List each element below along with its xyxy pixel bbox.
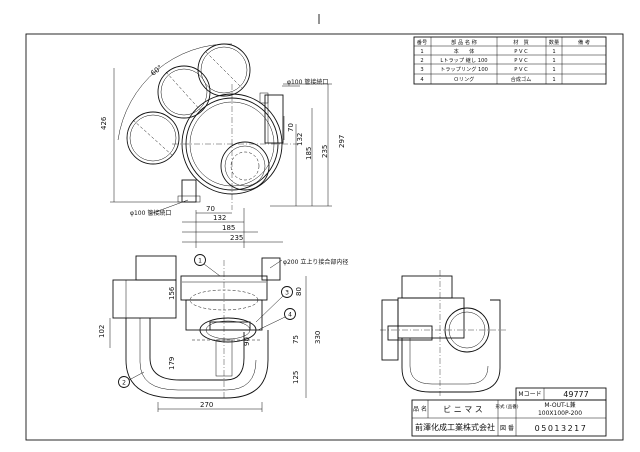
model-line-1: M-OUT-L兼 [544,401,575,409]
dim-179: 179 [168,357,176,370]
side-pipe-circle [444,307,490,353]
dim-132: 132 [296,133,304,146]
drawing-number: 05013217 [535,424,588,433]
table-cell-no: 1 [420,49,423,55]
table-cell-no: 2 [420,58,423,64]
dim-297: 297 [338,135,346,148]
name-label: 品 名 [413,405,427,413]
table-cell-name: Lトラップ 継し 100 [440,56,487,64]
svg-text:3: 3 [285,290,289,297]
table-cell-name: Ｏリング [454,75,475,83]
inlet-pipe [264,94,284,144]
front-view: 156 80 102 90 75 330 179 125 270 φ200 立上… [98,254,348,412]
outlet-pipe-circle [220,141,270,191]
table-cell-no: 4 [420,77,424,83]
label-inlet: φ100 管接続口 [287,78,328,86]
table-header-name: 部 品 名 称 [451,38,477,46]
dim-80: 80 [295,287,303,296]
model-label: 形式 (品番) [496,403,519,410]
angle-arc [117,43,233,141]
table-header-note: 備 考 [578,38,590,46]
company-name: 前澤化成工業株式会社 [415,422,495,432]
angle-label: 60° [149,64,164,78]
dim-132h: 132 [213,214,226,222]
l-trap-bend [125,318,269,399]
label-riser: φ200 立上り接合部内径 [283,258,348,266]
dim-185: 185 [305,147,313,160]
table-cell-qty: 1 [552,58,555,64]
dim-70h: 70 [206,205,215,213]
product-name: ビ ニ マ ス [443,405,483,414]
table-cell-material: P V C [514,49,528,55]
pipe-circle-rotated [126,111,180,165]
mcode-label: Mコード [518,391,541,398]
mcode-value: 49777 [563,390,588,399]
table-cell-qty: 1 [552,77,555,83]
dim-235h: 235 [230,234,243,242]
inlet-top-right [261,257,281,281]
table-cell-material: P V C [514,67,528,73]
title-block: Mコード 49777 品 名 ビ ニ マ ス 形式 (品番) M-OUT-L兼 … [411,387,607,437]
label-outlet: φ100 管接続口 [130,209,171,217]
table-cell-no: 3 [420,67,423,73]
svg-text:4: 4 [288,312,292,319]
trap-ring [199,317,257,343]
dim-270: 270 [200,401,213,409]
model-line-2: 100X100P-200 [538,410,582,417]
top-view: 60° φ100 管接続口 [100,43,346,248]
dim-102: 102 [98,325,106,338]
balloon-1 [194,254,206,266]
side-view [380,270,506,396]
table-header-material: 材 質 [513,38,529,46]
table-cell-qty: 1 [552,67,555,73]
drawing-border [25,33,624,441]
balloon-2 [118,376,130,388]
dim-75: 75 [292,335,300,344]
svg-text:1: 1 [198,258,202,265]
parts-table: 番号 部 品 名 称 材 質 数量 備 考 1 本 体 P V C 1 2 Lト… [413,36,607,85]
dim-185h: 185 [222,224,235,232]
dim-70: 70 [287,123,295,132]
dim-156: 156 [168,286,176,300]
table-cell-name: 本 体 [454,47,476,55]
dim-235: 235 [321,145,329,158]
table-header-qty: 数量 [549,38,559,46]
drawing-no-label: 図 番 [500,425,514,432]
balloon-4 [284,308,296,320]
svg-text:2: 2 [122,380,126,387]
balloon-3 [281,286,293,298]
dim-90: 90 [243,337,251,346]
pipe-circle-rotated [197,43,251,97]
table-cell-name: トラップリング 100 [440,65,488,73]
outlet-stub [181,179,197,203]
table-cell-material: 合成ゴム [511,75,532,83]
table-cell-qty: 1 [552,49,555,55]
table-cell-material: P V C [514,58,528,64]
table-header-no: 番号 [417,39,427,46]
dim-125: 125 [292,371,300,384]
dim-330: 330 [314,331,322,344]
dim-426: 426 [100,116,108,130]
